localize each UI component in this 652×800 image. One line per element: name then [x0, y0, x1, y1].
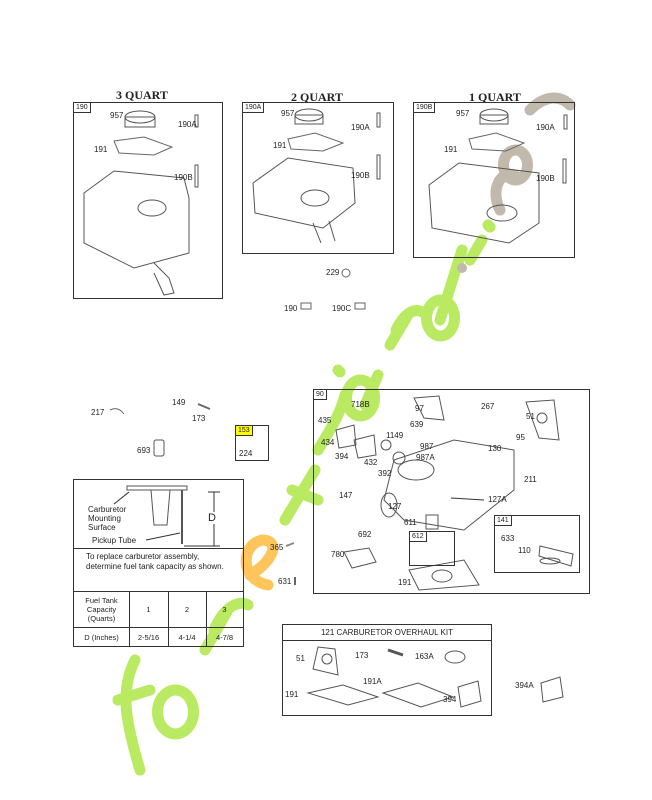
tank-ref: 190: [74, 103, 91, 113]
part-label: 957: [110, 111, 124, 120]
part-label: 987A: [416, 453, 435, 462]
table-cell: 4-7/8: [215, 632, 234, 642]
part-ref-highlighted: 153: [236, 426, 253, 436]
part-label: 191: [398, 578, 412, 587]
part-label: 190C: [332, 304, 352, 313]
part-label: 780: [331, 550, 345, 559]
watermark-stroke: [421, 244, 468, 342]
part-label: 97: [415, 404, 424, 413]
part-label: 190B: [536, 174, 555, 183]
part-label: 211: [524, 475, 537, 484]
table-cell: 4-1/4: [178, 632, 196, 642]
part-label: 394: [443, 695, 457, 704]
part-label: 190B: [351, 171, 370, 180]
overhaul-kit-title: 121 CARBURETOR OVERHAUL KIT: [283, 625, 491, 641]
part-label: 432: [364, 458, 378, 467]
fuel-tank-illustration: [83, 110, 199, 296]
part-label: 191: [285, 690, 299, 699]
part-label: 127: [388, 502, 402, 511]
part-label: 957: [456, 109, 470, 118]
part-label: 1149: [386, 431, 404, 440]
part-label: 718B: [351, 400, 370, 409]
fuel-tank-capacity-table: D Carburetor Mounting Surface Pickup Tub…: [73, 479, 244, 647]
watermark-stroke: [112, 654, 156, 776]
part-label: 957: [281, 109, 295, 118]
pickup-tube-label: Pickup Tube: [92, 536, 137, 545]
tank-title-3-quart: 3 QUART: [116, 88, 168, 102]
part-label: 987: [420, 442, 434, 451]
table-cell: 3: [222, 605, 227, 614]
part-box-612: 612: [409, 531, 455, 566]
part-label: 51: [296, 654, 305, 663]
part-label: 191A: [363, 677, 382, 686]
table-header-d: D (Inches): [84, 632, 119, 642]
part-label: 217: [91, 408, 105, 417]
part-label: 191: [94, 145, 108, 154]
carburetor-box: 90 612 141 633 110 718B 97 267 51 435 43…: [313, 389, 590, 594]
fuel-tank-illustration: [428, 108, 568, 244]
tank-box-2-quart: 190A 957 190A 191 190B: [242, 102, 394, 254]
watermark-stroke: [384, 305, 428, 351]
part-label: 190: [284, 304, 298, 313]
mounting-surface-label: Carburetor Mounting Surface: [88, 505, 127, 532]
tank-ref: 190A: [243, 103, 265, 113]
pickup-tube-diagram: [113, 485, 220, 547]
part-label: 173: [192, 414, 206, 423]
carburetor-illustration: [335, 395, 560, 591]
watermark-stroke: [240, 534, 279, 591]
part-label: 365: [270, 543, 284, 552]
part-label: 190B: [174, 173, 193, 182]
float-illustration: [538, 545, 574, 567]
part-label: 173: [355, 651, 369, 660]
part-label: 110: [518, 546, 531, 555]
part-label: 392: [378, 469, 392, 478]
tank-box-3-quart: 190 957 190A 191 190B: [73, 102, 223, 299]
part-label: 163A: [415, 652, 434, 661]
carburetor-ref: 90: [314, 390, 327, 400]
part-box-153: 153 224: [235, 425, 269, 461]
table-header-capacity: Fuel Tank Capacity (Quarts): [85, 596, 118, 623]
part-label: 51: [526, 412, 535, 421]
tank-box-1-quart: 190B 957 190A 191 190B: [413, 102, 575, 258]
part-label: 267: [481, 402, 495, 411]
part-label: 95: [516, 433, 525, 442]
part-label: 633: [501, 534, 515, 543]
part-label: 434: [321, 438, 335, 447]
part-label: 631: [278, 577, 292, 586]
tank-title-2-quart: 2 QUART: [291, 90, 343, 104]
part-ref: 612: [410, 532, 427, 542]
part-label: 190A: [536, 123, 555, 132]
watermark-dot: [457, 263, 467, 273]
part-ref: 141: [495, 516, 512, 526]
part-label: 127A: [488, 495, 507, 504]
part-label: 693: [137, 446, 151, 455]
part-label: 394A: [515, 681, 534, 690]
part-label: 229: [326, 268, 340, 277]
tank-title-1-quart: 1 QUART: [469, 90, 521, 104]
table-cell: 1: [146, 605, 151, 614]
part-label: 130: [488, 444, 502, 453]
part-label: 190A: [351, 123, 370, 132]
part-label: 224: [239, 449, 253, 458]
table-cell: 2-5/16: [137, 632, 160, 642]
watermark-stroke: [152, 684, 199, 740]
tank-ref: 190B: [414, 103, 436, 113]
overhaul-kit-box: 121 CARBURETOR OVERHAUL KIT 51 173 163A …: [282, 624, 492, 716]
part-label: 435: [318, 416, 332, 425]
overhaul-kit-illustration: [306, 646, 482, 708]
part-label: 147: [339, 491, 353, 500]
part-label: 191: [273, 141, 287, 150]
part-box-141: 141 633 110: [494, 515, 580, 573]
part-label: 149: [172, 398, 186, 407]
dimension-d-label: D: [208, 512, 216, 524]
part-label: 394: [335, 452, 349, 461]
part-label: 692: [358, 530, 372, 539]
part-label: 190A: [178, 120, 197, 129]
part-label: 611: [404, 518, 417, 527]
table-cell: 2: [184, 605, 190, 614]
instruction-text: To replace carburetor assembly, determin…: [86, 552, 224, 571]
part-label: 639: [410, 420, 424, 429]
part-label: 191: [444, 145, 458, 154]
fuel-tank-illustration: [252, 108, 381, 244]
